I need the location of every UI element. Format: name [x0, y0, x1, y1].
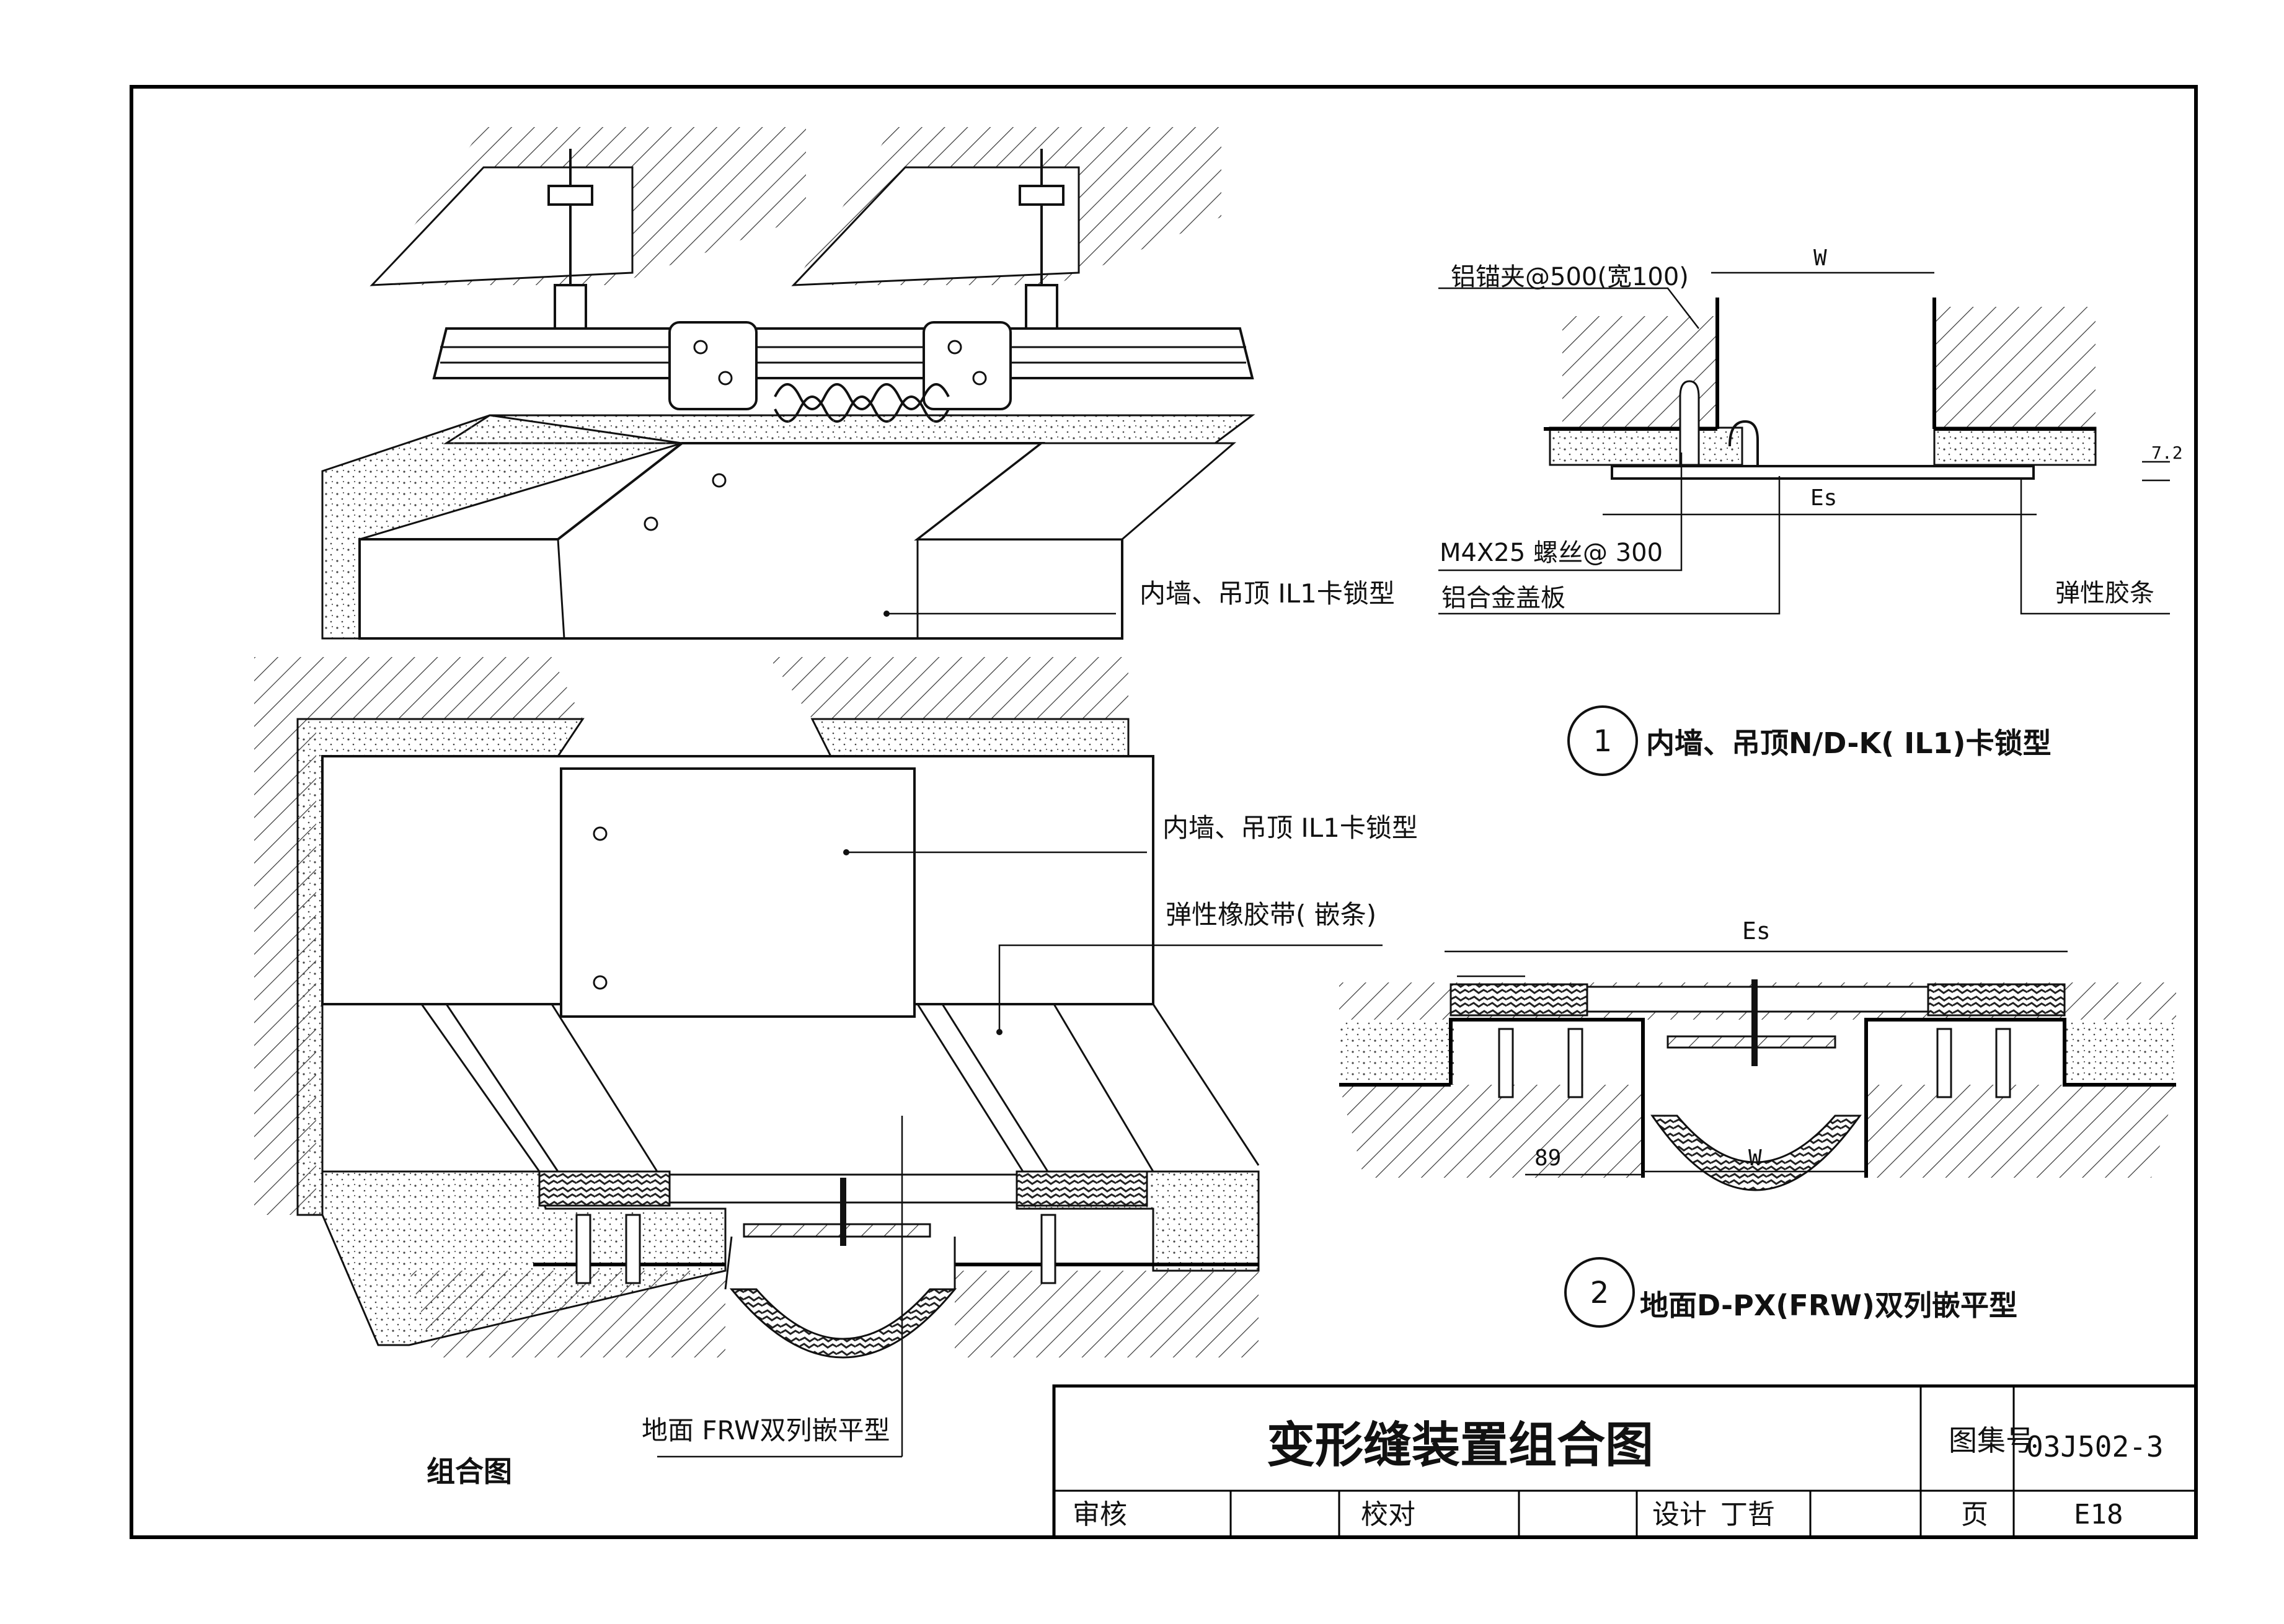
floor-joint-foam-left [538, 1170, 671, 1207]
detail-1-title: 内墙、吊顶N/D-K( IL1)卡锁型 [1646, 726, 2052, 760]
detail-1-anchor-clip-label: 铝锚夹@500(宽100) [1451, 263, 1689, 291]
atlas-number: 03J502-3 [2026, 1430, 2164, 1463]
ceiling-panel-right [791, 166, 1080, 286]
reviewer-label: 审核 [1073, 1499, 1127, 1530]
detail-1-screw-label: M4X25 螺丝@ 300 [1440, 539, 1663, 567]
lower-wall-slab-left [254, 657, 583, 1215]
label-ceiling-lower: 内墙、吊顶 IL1卡锁型 [1162, 813, 1418, 843]
detail-2-dim-w: W [1748, 1145, 1762, 1171]
floor-joint-seal [729, 1288, 957, 1359]
page-label: 页 [1961, 1499, 1988, 1530]
detail-1-elastic-strip-label: 弹性胶条 [2055, 579, 2154, 607]
detail-1-number: 1 [1593, 724, 1613, 759]
detail-2-foam-right [1927, 983, 2066, 1017]
detail-1-cover-plate [1611, 465, 2035, 480]
detail-1-dim-small: 7.2 [2151, 443, 2183, 463]
label-ceiling-upper: 内墙、吊顶 IL1卡锁型 [1140, 578, 1395, 609]
detail-2-number: 2 [1590, 1276, 1609, 1310]
checker-label: 校对 [1361, 1499, 1415, 1530]
designer-label: 设计 [1652, 1499, 1707, 1530]
floor-joint-foam-right [1016, 1170, 1148, 1207]
clip-bracket-left [668, 321, 758, 410]
floor-structure-left [409, 1271, 725, 1357]
lower-wall-slab-right [769, 657, 1128, 719]
clip-bracket-right [923, 321, 1012, 410]
lower-plaster-band-right [810, 718, 1130, 757]
detail-1-number-circle [1567, 705, 1638, 776]
title-block [1052, 1384, 2198, 1539]
detail-2-foam-left [1450, 983, 1588, 1017]
page-number: E18 [2074, 1499, 2123, 1530]
detail-1-cover-plate-label: 铝合金盖板 [1441, 584, 1565, 612]
insulation-coil [774, 383, 950, 410]
detail-2-number-circle [1564, 1257, 1635, 1328]
detail-2-drawing [1339, 950, 2176, 1191]
detail-2-dim-89: 89 [1534, 1145, 1561, 1171]
detail-1-drawing [1438, 271, 2170, 615]
drawing-title: 变形缝装置组合图 [1267, 1418, 1653, 1473]
combined-view [254, 127, 1260, 1458]
detail-1-wall-right [1934, 307, 2096, 428]
combined-view-caption: 组合图 [427, 1455, 512, 1488]
detail-1-dim-w: W [1813, 245, 1827, 271]
floor-structure-right [955, 1271, 1259, 1357]
support-rail [432, 327, 1254, 379]
floor-perspective-panels [420, 1004, 1260, 1172]
label-floor-frw: 地面 FRW双列嵌平型 [642, 1415, 890, 1445]
detail-1-dim-es: Es [1810, 485, 1837, 511]
atlas-label: 图集号 [1949, 1424, 2034, 1457]
label-rubber-strip: 弹性橡胶带( 嵌条) [1166, 899, 1376, 930]
detail-2-title: 地面D-PX(FRW)双列嵌平型 [1640, 1289, 2017, 1322]
detail-2-dim-es: Es [1742, 917, 1771, 945]
detail-1-wall-left [1562, 316, 1717, 428]
designer-name: 丁哲 [1720, 1499, 1775, 1530]
